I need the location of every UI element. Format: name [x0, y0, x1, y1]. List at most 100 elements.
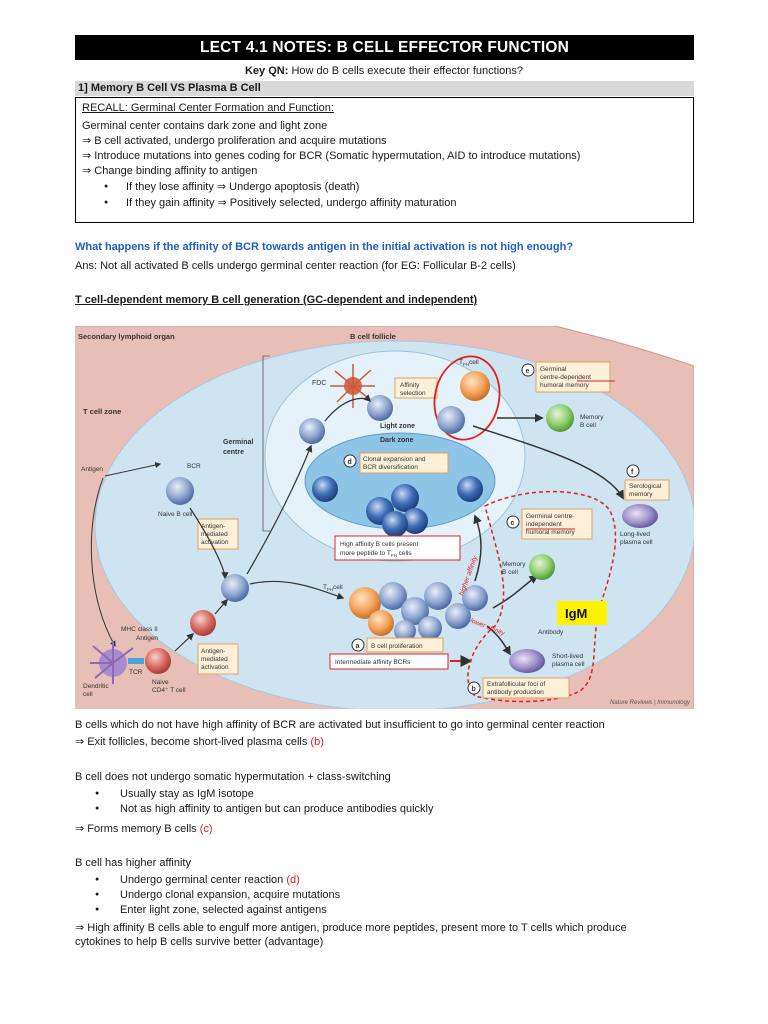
body-paragraph: ⇒ Forms memory B cells (c) [75, 822, 213, 835]
bullet-text: Usually stay as IgM isotope [120, 788, 254, 800]
label-tfh-lower: TFHcell [323, 584, 343, 592]
key-question-label: Key QN: [244, 65, 289, 77]
bullet-text: Enter light zone, selected against antig… [120, 904, 327, 916]
label-t-cell-zone: T cell zone [83, 407, 121, 416]
label-tcr: TCR [129, 669, 143, 676]
ref-d: (d) [286, 874, 300, 886]
short-lived-plasma-cell [509, 649, 545, 673]
recall-line: Germinal center contains dark zone and l… [82, 120, 328, 132]
label-serological: memory [629, 491, 653, 498]
body-paragraph: cytokines to help B cells survive better… [75, 936, 324, 948]
recall-box: RECALL: Germinal Center Formation and Fu… [75, 97, 694, 223]
proliferating-b-cell [418, 616, 442, 640]
answer-text: Ans: Not all activated B cells undergo g… [75, 260, 516, 272]
label-clonal: Clonal expansion and [363, 456, 426, 463]
label-antigen-activation-lower: Antigen- [201, 648, 225, 655]
figure-heading: T cell-dependent memory B cell generatio… [75, 294, 478, 306]
body-paragraph: ⇒ Exit follicles, become short-lived pla… [75, 735, 324, 748]
label-gc-dependent: humoral memory [540, 382, 590, 389]
key-question: Key QN: How do B cells execute their eff… [0, 65, 768, 77]
dz-b-cell [391, 484, 419, 512]
body-bullet: Usually stay as IgM isotope [95, 788, 254, 800]
label-intermediate: Intermediate affinity BCRs [335, 659, 411, 666]
naive-b-cell [166, 477, 194, 505]
recall-bullet: If they gain affinity ⇒ Positively selec… [104, 195, 687, 211]
label-dendritic: cell [83, 691, 93, 698]
svg-text:f: f [631, 469, 634, 476]
dz-b-cell [457, 476, 483, 502]
label-antigen-activation-lower: activation [201, 664, 229, 671]
label-extrafollicular: antibody production [487, 689, 544, 696]
label-memory-b: Memory [580, 414, 604, 421]
marker-b [467, 681, 481, 695]
label-bcr: BCR [187, 463, 201, 470]
marker-c [506, 515, 520, 529]
dz-b-cell [382, 511, 408, 537]
gc-b-cell [299, 418, 325, 444]
body-paragraph: B cells which do not have high affinity … [75, 719, 605, 731]
naive-cd4-t-cell [145, 648, 171, 674]
bullet-text-main: Undergo germinal center reaction [120, 874, 287, 886]
bullet-text: Undergo clonal expansion, acquire mutati… [120, 889, 341, 901]
proliferating-b-cell [394, 620, 416, 642]
bullet-text: Undergo germinal center reaction (d) [120, 874, 300, 886]
svg-text:a: a [356, 643, 360, 650]
label-germinal-centre: centre [223, 449, 244, 456]
label-affinity-selection: selection [400, 390, 426, 397]
label-short-lived: Short-lived [552, 653, 583, 660]
body-paragraph: B cell does not undergo somatic hypermut… [75, 771, 391, 783]
label-antigen-activation-lower: mediated [201, 656, 228, 663]
label-gc-independent: Germinal centre- [526, 513, 574, 520]
label-igm: IgM [565, 606, 587, 621]
marker-a [351, 638, 365, 652]
b-cell-diagram: Secondary lymphoid organ B cell follicle… [75, 326, 694, 709]
body-bullet: Not as high affinity to antigen but can … [95, 803, 433, 815]
label-naive-b: Naive B cell [158, 511, 193, 518]
body-bullet: Enter light zone, selected against antig… [95, 904, 327, 916]
recall-bullets: If they lose affinity ⇒ Undergo apoptosi… [104, 179, 687, 211]
recall-title: RECALL: Germinal Center Formation and Fu… [82, 102, 334, 114]
activated-b-cell-red [190, 610, 216, 636]
dz-b-cell [312, 476, 338, 502]
memory-b-cell-lower [529, 554, 555, 580]
proliferating-b-cell [462, 585, 488, 611]
recall-bullet: If they lose affinity ⇒ Undergo apoptosi… [104, 179, 687, 195]
antigen-activation-box-lower [197, 643, 239, 675]
recall-line: ⇒ Change binding affinity to antigen [82, 165, 258, 177]
clonal-expansion-box [359, 452, 449, 474]
svg-text:c: c [511, 520, 515, 527]
proliferating-b-cell [445, 603, 471, 629]
svg-text:e: e [526, 368, 530, 375]
label-germinal-centre: Germinal [223, 439, 253, 446]
ref-b: (b) [310, 736, 324, 748]
label-gc-independent: independent [526, 521, 562, 528]
ref-c: (c) [199, 823, 213, 835]
tfh-cell-lower [349, 587, 381, 619]
label-memory-b: B cell [580, 422, 596, 429]
gc-independent-box [521, 508, 593, 540]
label-clonal: BCR diversification [363, 464, 418, 471]
label-antigen: Antigen [81, 466, 103, 473]
gc-independent-dashed-region [467, 490, 617, 703]
label-extrafollicular: Extrafollicular foci of [487, 681, 545, 688]
fdc-cell [330, 364, 375, 408]
label-secondary-lymphoid: Secondary lymphoid organ [78, 332, 175, 341]
label-serological: Serological [629, 483, 662, 490]
body-text: ⇒ Exit follicles, become short-lived pla… [75, 736, 311, 748]
marker-d [343, 454, 357, 468]
label-mhc: MHC class II [121, 626, 158, 633]
extrafollicular-box [482, 677, 570, 699]
label-short-lived: plasma cell [552, 661, 585, 668]
marker-f [626, 464, 640, 478]
dz-b-cell [402, 508, 428, 534]
page-title: LECT 4.1 NOTES: B CELL EFFECTOR FUNCTION [75, 35, 694, 60]
label-gc-independent: humoral memory [526, 529, 576, 536]
proliferating-b-cell [424, 582, 452, 610]
label-long-lived: plasma cell [620, 539, 653, 546]
label-tfh: TFHcell [459, 359, 479, 367]
question-text: What happens if the affinity of BCR towa… [75, 241, 574, 253]
label-affinity-selection: Affinity [400, 382, 420, 389]
label-light-zone: Light zone [380, 423, 415, 430]
label-long-lived: Long-lived [620, 531, 650, 538]
memory-b-cell [546, 404, 574, 432]
